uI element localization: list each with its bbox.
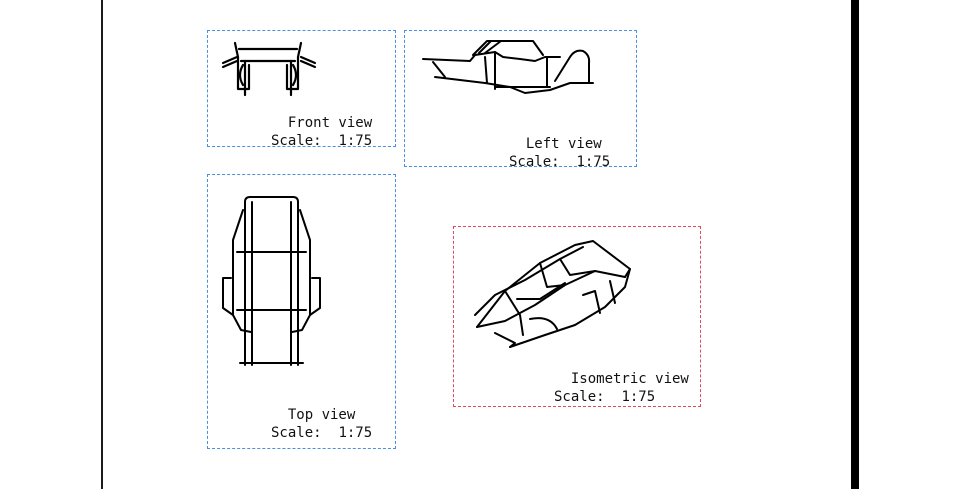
scale-label: Scale: (554, 389, 605, 405)
scale-label: Scale: (271, 425, 322, 441)
top-view-frame[interactable] (207, 174, 396, 449)
scale-value: 1:75 (576, 154, 611, 170)
left-view-drawing[interactable] (415, 35, 600, 105)
view-title: Top view (287, 407, 356, 423)
isometric-view-drawing[interactable] (465, 235, 640, 360)
view-title: Left view (525, 136, 602, 152)
view-title: Front view (287, 115, 373, 131)
sheet-border-right (851, 0, 859, 489)
scale-label: Scale: (509, 154, 560, 170)
top-view-drawing[interactable] (215, 190, 330, 370)
scale-label: Scale: (271, 133, 322, 149)
sheet-border-left (101, 0, 103, 489)
view-title: Isometric view (570, 371, 689, 387)
scale-value: 1:75 (621, 389, 656, 405)
scale-value: 1:75 (338, 133, 373, 149)
scale-value: 1:75 (338, 425, 373, 441)
left-view-frame[interactable] (404, 30, 637, 167)
front-view-frame[interactable] (207, 30, 396, 147)
isometric-view-frame[interactable] (453, 226, 701, 407)
front-view-drawing[interactable] (215, 35, 325, 105)
